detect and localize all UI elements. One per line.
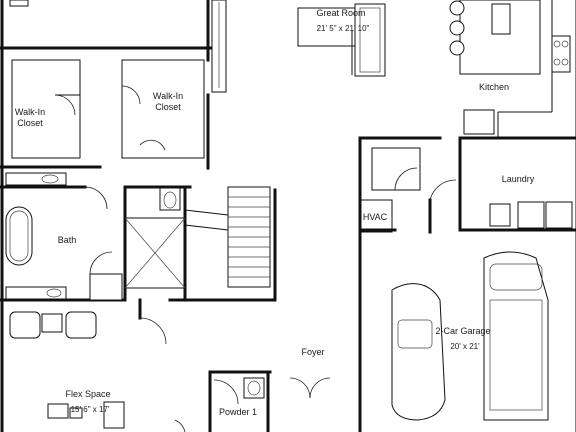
bath-label: Bath — [58, 235, 77, 245]
kitchen-fixtures — [449, 0, 571, 135]
hvac-label: HVAC — [363, 212, 388, 222]
hvac-closet — [359, 199, 393, 233]
walk-in-closet-left — [11, 59, 81, 159]
great-room-label: Great Room — [316, 8, 365, 18]
garage-dimensions: 20' x 21' — [450, 342, 480, 351]
garage-label: 2-Car Garage — [435, 326, 490, 336]
foyer-label: Foyer — [301, 347, 324, 357]
entry-closet — [371, 147, 421, 191]
flex-space-furniture — [9, 311, 125, 429]
staircase — [124, 186, 271, 289]
laundry-label: Laundry — [502, 174, 535, 184]
garage-cars — [391, 251, 549, 421]
powder-room-label: Powder 1 — [219, 407, 257, 417]
foyer-doors — [84, 186, 331, 399]
kitchen-label: Kitchen — [479, 82, 509, 92]
flex-space-label: Flex Space — [65, 389, 110, 399]
bath-fixtures — [5, 172, 123, 301]
great-room-dimensions: 21' 5" x 21' 10" — [317, 24, 370, 33]
flex-space-dimensions: 15' 6" x 17' — [71, 405, 110, 414]
walk-in-closet-right — [121, 59, 205, 159]
wardrobe-strip — [9, 0, 227, 93]
great-room-furniture — [297, 3, 386, 77]
powder-room-fixtures — [174, 377, 265, 432]
laundry-fixtures — [429, 179, 573, 229]
